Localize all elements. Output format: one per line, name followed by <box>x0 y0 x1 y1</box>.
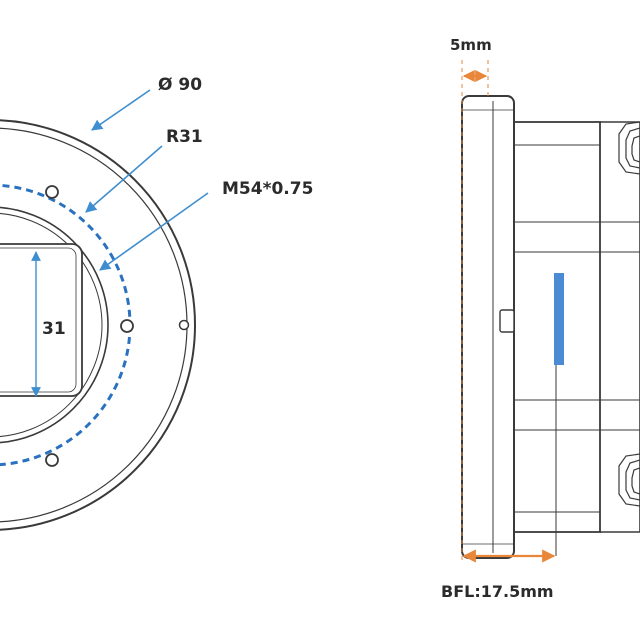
front-view: Ø 90 R31 M54*0.75 31 <box>0 75 313 531</box>
side-view: 5mm BFL:17.5mm <box>441 36 640 601</box>
mount-hole-bottom <box>45 453 59 467</box>
outer-diameter-label: Ø 90 <box>158 75 202 95</box>
sensor-window <box>0 243 83 397</box>
flange-latch <box>499 309 515 333</box>
bfl-label: BFL:17.5mm <box>441 582 554 601</box>
mount-hole-right <box>120 319 134 333</box>
heat-sink-fins-top <box>618 121 640 175</box>
flange-thickness-label: 5mm <box>450 36 492 54</box>
leader-outer-diameter <box>91 89 151 131</box>
sensor-height-label: 31 <box>42 319 66 339</box>
bolt-circle-label: R31 <box>166 127 203 147</box>
mount-hole-outer <box>178 319 190 331</box>
sensor-window-inner <box>0 247 77 393</box>
thread-label: M54*0.75 <box>222 179 313 199</box>
leader-thread <box>99 192 209 271</box>
outer-ring <box>0 119 196 531</box>
heat-sink-fins-bottom <box>618 453 640 507</box>
inner-circle <box>0 212 103 438</box>
sensor-plane-bar <box>554 273 564 365</box>
mount-hole-top <box>45 185 59 199</box>
thread-circle <box>0 206 109 444</box>
leader-bolt-circle <box>85 145 163 213</box>
